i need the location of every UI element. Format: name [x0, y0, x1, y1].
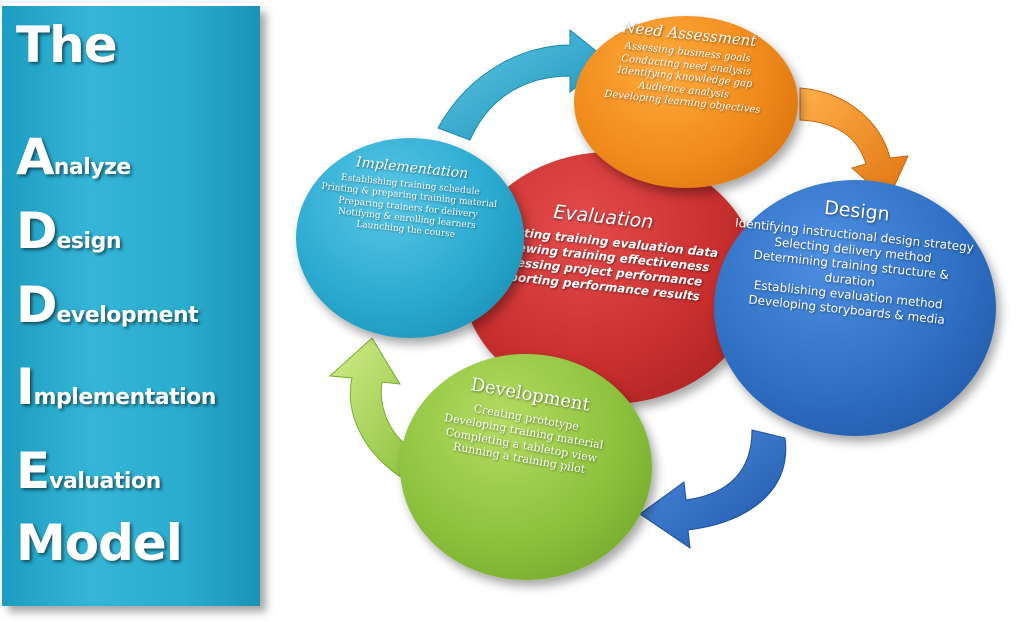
need-assessment-circle [574, 16, 798, 188]
phase-development: Development [16, 276, 199, 334]
design-circle [714, 180, 996, 436]
phase-development-rest: evelopment [56, 303, 199, 328]
phase-evaluation: Evaluation [16, 442, 161, 500]
phase-design: Design [16, 202, 121, 260]
development-circle [400, 354, 652, 580]
phase-implementation: Implementation [16, 358, 216, 416]
arrow-design-to-development [639, 429, 787, 550]
title-the: The [16, 16, 118, 74]
title-model: Model [16, 514, 183, 572]
arrow-implementation-to-need-assessment [437, 28, 611, 141]
phase-implementation-initial: I [16, 358, 35, 416]
arrow-need-assessment-to-design [799, 87, 909, 201]
phase-design-initial: D [16, 202, 58, 260]
phase-development-initial: D [16, 276, 58, 334]
phase-design-rest: esign [56, 229, 122, 254]
implementation-circle [296, 138, 524, 338]
design-text: Design Identifying instructional design … [726, 188, 977, 330]
phase-analyze: Analyze [16, 128, 131, 186]
arrow-development-to-implementation [328, 337, 419, 479]
title-panel: The Analyze Design Development Implement… [2, 6, 260, 606]
phase-evaluation-initial: E [16, 442, 50, 500]
phase-implementation-rest: mplementation [33, 385, 217, 410]
phase-evaluation-rest: valuation [49, 469, 161, 494]
phase-analyze-rest: nalyze [53, 155, 132, 180]
phase-analyze-initial: A [16, 128, 55, 186]
